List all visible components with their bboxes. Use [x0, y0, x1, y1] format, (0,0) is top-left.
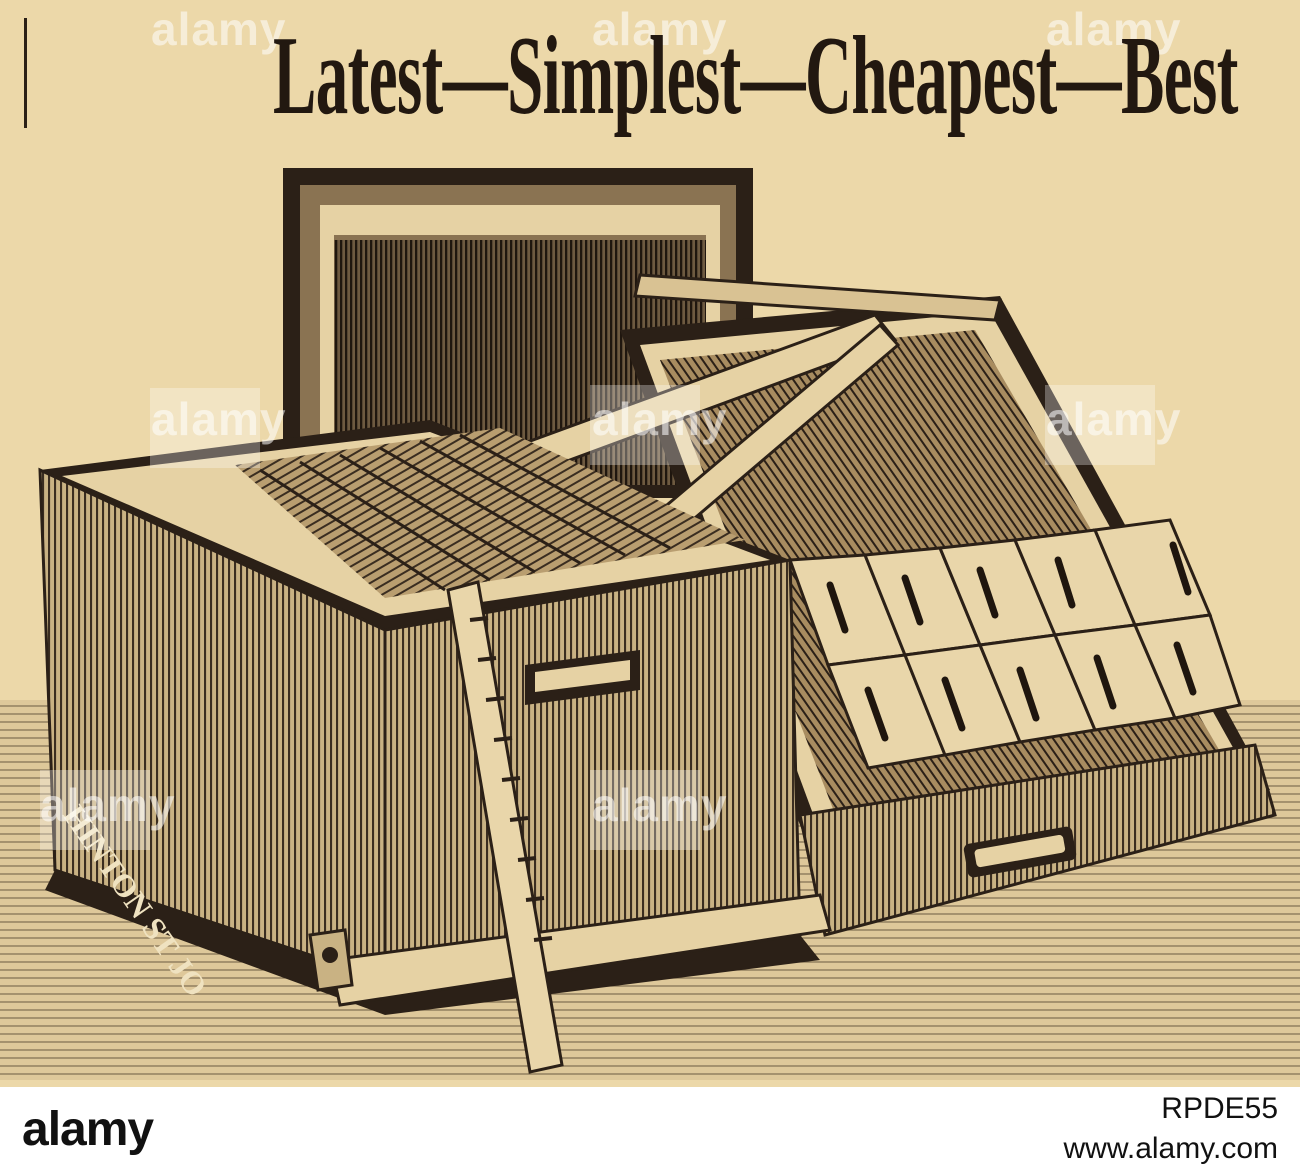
- advert-plate: HINTON ST JO alamy alamy alamy alamy ala…: [0, 0, 1300, 1087]
- watermark-tile: [1045, 385, 1155, 465]
- beehive-engraving-illustration: HINTON ST JO: [0, 168, 1300, 1080]
- stock-footer: alamy RPDE55 www.alamy.com: [0, 1087, 1300, 1173]
- watermark-tile: [590, 385, 700, 465]
- alamy-logo[interactable]: alamy: [22, 1103, 154, 1156]
- advert-headline: Latest—Simplest—Cheapest—Best: [273, 14, 1238, 138]
- watermark-tile: [40, 770, 150, 850]
- left-rule: [24, 18, 27, 128]
- stock-image-id: RPDE55: [1161, 1092, 1278, 1125]
- spacing-stick: [446, 580, 564, 1074]
- watermark-tile: [150, 388, 260, 468]
- site-url-link[interactable]: www.alamy.com: [1063, 1132, 1278, 1165]
- watermark-tile: [590, 770, 700, 850]
- latch-hardware: [308, 928, 354, 992]
